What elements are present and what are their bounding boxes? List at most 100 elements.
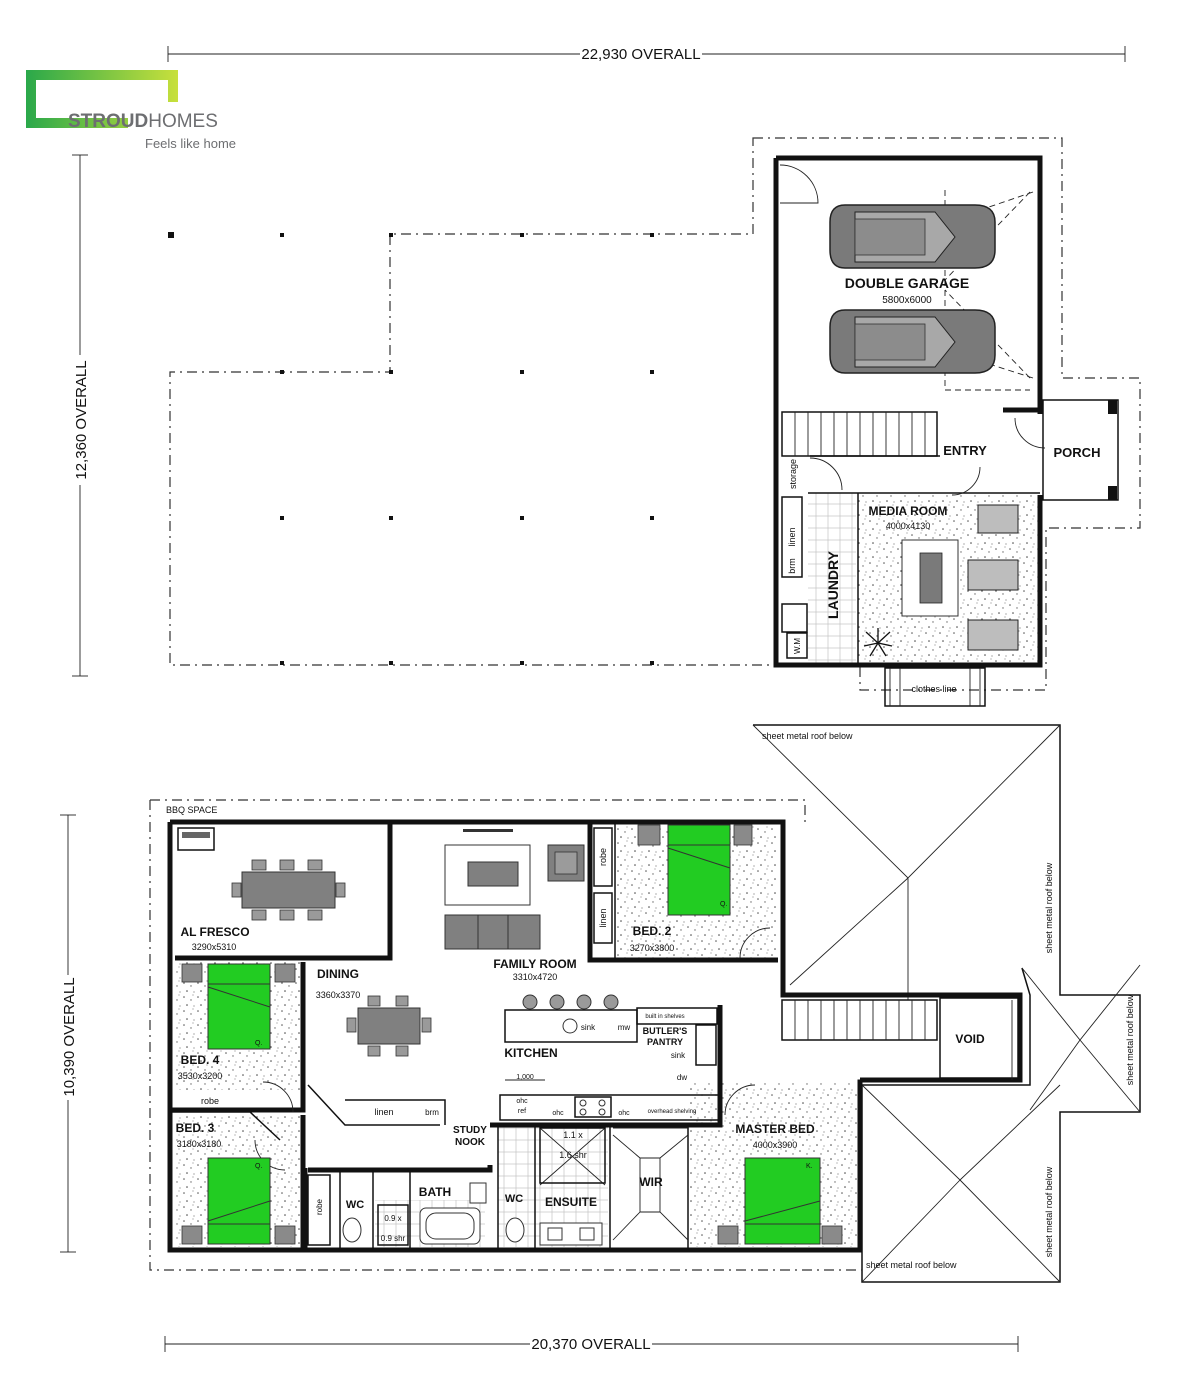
bed-2-linen: linen (598, 908, 608, 927)
laundry-label: LAUNDRY (825, 550, 841, 619)
bed-4-robe: robe (201, 1096, 219, 1106)
pantry-dw: dw (677, 1073, 687, 1082)
kitchen-bench (499, 994, 721, 1121)
wc-1-label: WC (346, 1199, 364, 1211)
bed-3-mark: Q. (255, 1163, 262, 1170)
bed-2-mark: Q. (720, 901, 727, 908)
pantry-name-2: PANTRY (647, 1037, 683, 1047)
ensuite-name: ENSUITE (545, 1195, 597, 1209)
car-2-icon (829, 309, 996, 374)
kitchen-sink: sink (581, 1023, 596, 1032)
lower-floor-labels: BBQ SPACE AL FRESCO 3290x5310 FAMILY ROO… (166, 805, 985, 1243)
pantry-shelves: built in shelves (645, 1014, 684, 1020)
car-1-icon (829, 204, 996, 269)
bed-3-name: BED. 3 (176, 1121, 215, 1135)
dining-size: 3360x3370 (316, 990, 361, 1000)
bbq-space-label: BBQ SPACE (166, 805, 217, 815)
laundry-broom-label: brm (787, 558, 797, 574)
logo-name-light: HOMES (148, 111, 218, 132)
cupboard-ref: ref (518, 1108, 526, 1115)
clothes-line-label: clothes line (911, 684, 956, 694)
washing-machine-label: W.M (793, 638, 802, 654)
bed-4-icon (181, 963, 296, 1050)
roof-note-right-upper: sheet metal roof below (1044, 862, 1054, 953)
logo-name-bold: STROUD (68, 111, 148, 132)
upper-roof-outline (168, 137, 1141, 691)
master-bed-name: MASTER BED (735, 1122, 815, 1136)
bath-name: BATH (419, 1185, 451, 1199)
bed-3-icon (181, 1157, 296, 1245)
upper-depth-label: 12,360 OVERALL (73, 360, 90, 479)
study-nook-1: STUDY (453, 1125, 487, 1136)
wc-2-label: WC (505, 1193, 523, 1205)
roof-note-right-middle: sheet metal roof below (1125, 994, 1135, 1085)
master-bed-icon (717, 1157, 843, 1245)
master-bed-mark: K. (806, 1163, 813, 1170)
cupboard-ohc-3: ohc (618, 1110, 630, 1117)
roof-note-right-lower: sheet metal roof below (1044, 1166, 1054, 1257)
logo-tagline: Feels like home (145, 136, 236, 151)
entry-label: ENTRY (943, 443, 987, 458)
bath-shower-2: 0.9 shr (381, 1234, 406, 1243)
roof-note-top: sheet metal roof below (762, 731, 853, 741)
bed-4-mark: Q. (255, 1040, 262, 1047)
dimension-lower-width: 20,370 OVERALL (164, 1335, 1019, 1353)
lower-roofs: sheet metal roof below sheet metal roof … (752, 724, 1141, 1283)
hall-broom: brm (425, 1108, 439, 1117)
media-chair-icon (967, 504, 1019, 651)
cupboard-ohc-2: ohc (552, 1110, 564, 1117)
dining-table-icon (346, 995, 432, 1057)
dimension-upper-depth: 12,360 OVERALL (70, 154, 90, 677)
bed-2-name: BED. 2 (633, 924, 672, 938)
bed-4-name: BED. 4 (181, 1053, 220, 1067)
bed-2-size: 3270x3800 (630, 943, 675, 953)
alfresco-table-icon (177, 827, 346, 921)
pantry-overhead: overhead shelving (648, 1109, 697, 1115)
dimension-lower-depth: 10,390 OVERALL (58, 814, 78, 1253)
porch-label: PORCH (1054, 445, 1101, 460)
bath-fixtures (342, 1127, 606, 1246)
storage-label: storage (788, 459, 798, 489)
dining-name: DINING (317, 967, 359, 981)
roof-note-bottom: sheet metal roof below (866, 1260, 957, 1270)
lower-depth-label: 10,390 OVERALL (61, 977, 78, 1096)
bath-shower-1: 0.9 x (384, 1214, 401, 1223)
upper-width-label: 22,930 OVERALL (581, 46, 700, 63)
bed-2-robe: robe (598, 848, 608, 866)
clothes-line (884, 667, 986, 707)
void-label: VOID (955, 1032, 985, 1046)
kitchen-mw: mw (618, 1023, 631, 1032)
family-room-name: FAMILY ROOM (493, 957, 576, 971)
pantry-sink: sink (671, 1051, 686, 1060)
lower-stairs (781, 999, 938, 1041)
wir-label: WIR (639, 1175, 663, 1189)
svg-text:STROUDHOMES: STROUDHOMES (68, 111, 218, 132)
alfresco-size: 3290x5310 (192, 942, 237, 952)
hall-linen: linen (374, 1107, 393, 1117)
lower-floor-rooms (149, 799, 1023, 1271)
alfresco-name: AL FRESCO (180, 925, 249, 939)
lower-width-label: 20,370 OVERALL (531, 1336, 650, 1353)
garage-size: 5800x6000 (882, 295, 932, 306)
bed-3-robe: robe (315, 1198, 324, 1215)
bed-2-icon (637, 824, 753, 916)
stroud-homes-logo: STROUDHOMES Feels like home (26, 70, 236, 151)
kitchen-name: KITCHEN (504, 1046, 557, 1060)
upper-floor-rooms: DOUBLE GARAGE 5800x6000 ENTRY PORCH stor… (773, 155, 1119, 707)
cupboard-ohc-1: ohc (516, 1098, 528, 1105)
plant-icon (863, 628, 893, 657)
media-room-name: MEDIA ROOM (869, 504, 948, 518)
kitchen-bench-dim: 1,000 (516, 1074, 534, 1081)
bed-4-size: 3530x3200 (178, 1071, 223, 1081)
master-bed-size: 4000x3900 (753, 1140, 798, 1150)
laundry-linen-label: linen (787, 527, 797, 546)
study-nook-2: NOOK (455, 1137, 486, 1148)
ensuite-shower-2: 1.6 shr (559, 1150, 587, 1160)
bed-3-size: 3180x3180 (177, 1139, 222, 1149)
family-room-furniture (444, 829, 585, 950)
family-room-size: 3310x4720 (513, 972, 558, 982)
ensuite-shower-1: 1.1 x (563, 1130, 583, 1140)
pantry-name-1: BUTLER'S (643, 1026, 688, 1036)
garage-name: DOUBLE GARAGE (845, 275, 969, 291)
